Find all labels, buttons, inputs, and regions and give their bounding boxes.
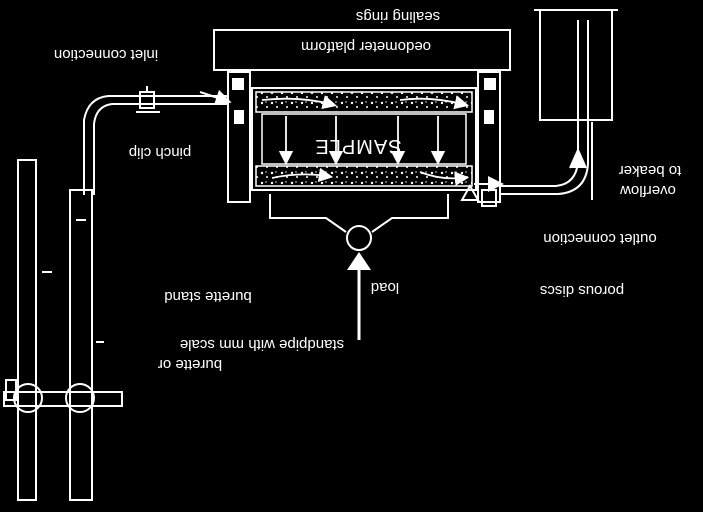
load-arrow [347,252,371,340]
to-beaker-label: to beaker [619,162,682,179]
outlet-connection-label: outlet connection [543,230,656,247]
oedometer-platform [213,29,511,71]
burette-stand-label: burette stand [164,288,252,305]
top-porous-disc [255,91,473,113]
burette-or-label: burette or [158,356,222,373]
flow-arrows [261,95,470,186]
sample-label: SAMPLE [314,135,401,157]
bottom-porous-disc [255,165,473,187]
standpipe [69,189,104,501]
overflow-label: overflow [620,182,676,199]
inlet-tube [83,89,232,195]
standpipe-label: standpipe with mm scale [180,336,344,353]
burette-stand [3,159,123,501]
inlet-connection-label: inlet connection [54,46,158,63]
oedometer-platform-label: oedometer platform [301,38,431,55]
pinch-clip [136,86,160,113]
beaker [534,9,618,200]
oedometer-cell [227,71,501,203]
porous-discs-label: porous discs [540,282,624,299]
sealing-rings-label: sealing rings [356,8,440,25]
pinch-clip-label: pinch clip [129,144,192,161]
load-frame [269,194,449,251]
load-label: load [371,279,399,296]
outlet-valve [460,183,497,207]
outlet-tube [474,20,589,195]
